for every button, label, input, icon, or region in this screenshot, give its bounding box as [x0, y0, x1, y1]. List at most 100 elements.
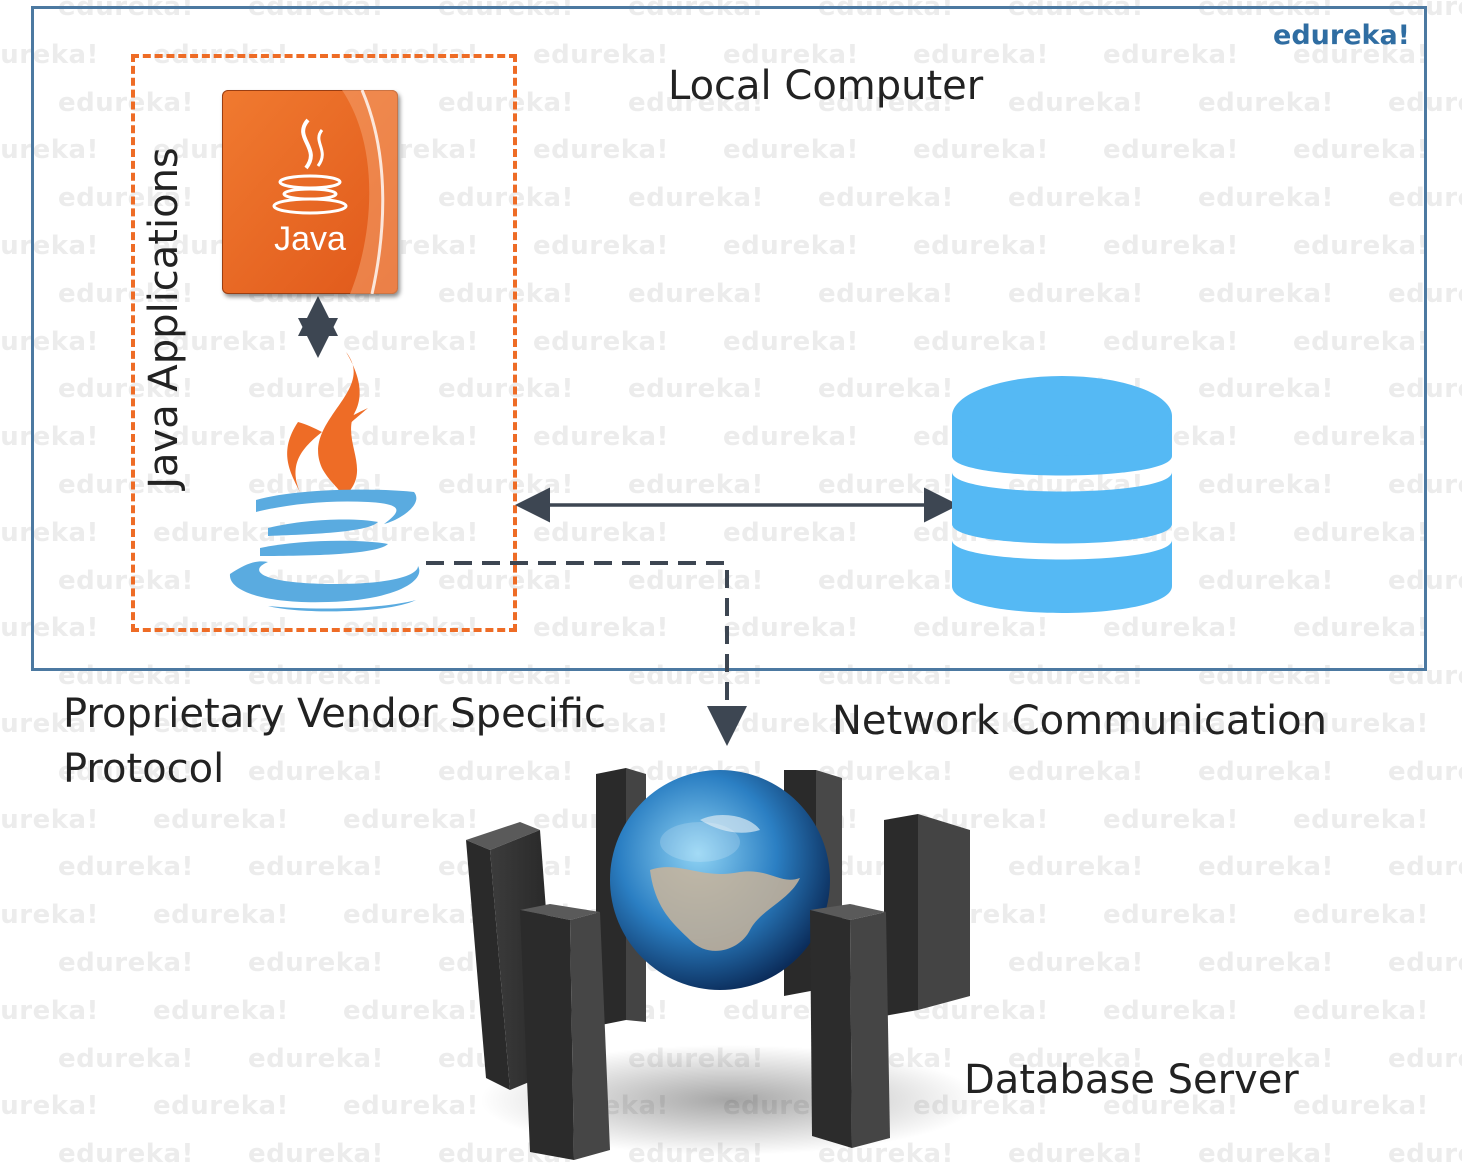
watermark-text: edureka! [0, 39, 99, 70]
watermark-text: edureka! [58, 87, 194, 118]
watermark-text: edureka! [248, 852, 384, 883]
watermark-text: edureka! [58, 1139, 194, 1170]
watermark-text: edureka! [1103, 326, 1239, 357]
watermark-text: edureka! [438, 565, 574, 596]
watermark-text: edureka! [1198, 565, 1334, 596]
watermark-text: edureka! [248, 756, 384, 787]
watermark-text: edureka! [1008, 278, 1144, 309]
watermark-text: edureka! [153, 326, 289, 357]
watermark-text: edureka! [1103, 613, 1239, 644]
watermark-text: edureka! [58, 756, 194, 787]
watermark-text: edureka! [723, 326, 859, 357]
watermark-text: edureka! [818, 374, 954, 405]
watermark-text: edureka! [1293, 422, 1429, 453]
watermark-text: edureka! [628, 374, 764, 405]
watermark-text: edureka! [343, 709, 479, 739]
watermark-text: edureka! [153, 517, 289, 548]
watermark-text: edureka! [818, 0, 954, 22]
watermark-text: edureka! [343, 804, 479, 835]
java-tile-icon: Java [222, 90, 398, 294]
local-computer-label: Local Computer [668, 63, 984, 109]
watermark-text: edureka! [1198, 278, 1334, 309]
watermark-text: edureka! [0, 709, 99, 739]
watermark-text: edureka! [153, 709, 289, 739]
watermark-text: edureka! [1293, 1091, 1429, 1122]
watermark-text: edureka! [438, 374, 574, 405]
watermark-text: edureka! [1198, 374, 1334, 405]
watermark-text: edureka! [0, 422, 99, 453]
watermark-text: edureka! [0, 326, 99, 357]
watermark-text: edureka! [533, 517, 669, 548]
watermark-text: edureka! [1103, 709, 1239, 739]
watermark-text: edureka! [818, 183, 954, 214]
watermark-text: edureka! [1103, 804, 1239, 835]
watermark-text: edureka! [58, 183, 194, 214]
watermark-text: edureka! [58, 374, 194, 405]
watermark-text: edureka! [533, 326, 669, 357]
watermark-text: edureka! [58, 0, 194, 22]
watermark-text: edureka! [58, 948, 194, 978]
watermark-text: edureka! [0, 1091, 99, 1122]
watermark-text: edureka! [1293, 995, 1429, 1026]
network-communication-label: Network Communication [832, 698, 1327, 744]
watermark-text: edureka! [438, 0, 574, 22]
watermark-text: edureka! [1008, 852, 1144, 883]
watermark-text: edureka! [723, 231, 859, 261]
watermark-text: edureka! [723, 422, 859, 453]
watermark-text: edureka! [1103, 135, 1239, 166]
watermark-text: edureka! [248, 0, 384, 22]
watermark-text: edureka! [628, 0, 764, 22]
watermark-text: edureka! [1103, 995, 1239, 1026]
watermark-text: edureka! [0, 804, 99, 835]
watermark-text: edureka! [533, 39, 669, 70]
watermark-text: edureka! [723, 135, 859, 166]
watermark-text: edureka! [343, 422, 479, 453]
brand-logo: edureka! [1273, 20, 1410, 51]
watermark-text: edureka! [1103, 900, 1239, 931]
watermark-text: edureka! [1198, 87, 1334, 118]
watermark-text: edureka! [1293, 39, 1429, 70]
watermark-text: edureka! [248, 661, 384, 692]
watermark-text: edureka! [248, 948, 384, 978]
watermark-text: edureka! [153, 1091, 289, 1122]
watermark-text: edureka! [438, 278, 574, 309]
watermark-text: edureka! [1293, 231, 1429, 261]
watermark-text: edureka! [1198, 756, 1334, 787]
proprietary-protocol-label-line1: Proprietary Vendor Specific [63, 691, 606, 737]
database-icon [952, 376, 1172, 613]
watermark-text: edureka! [628, 278, 764, 309]
watermark-text: edureka! [153, 804, 289, 835]
watermark-text: edureka! [533, 709, 669, 739]
watermark-text: edureka! [1388, 1139, 1462, 1170]
watermark-text: edureka! [1388, 756, 1462, 787]
watermark-text: edureka! [1008, 87, 1144, 118]
java-tile-text: Java [274, 220, 346, 258]
database-server-label: Database Server [964, 1057, 1299, 1103]
watermark-text: edureka! [533, 422, 669, 453]
watermark-text: edureka! [818, 661, 954, 692]
watermark-text: edureka! [628, 183, 764, 214]
watermark-text: edureka! [1198, 948, 1334, 978]
watermark-text: edureka! [1103, 1091, 1239, 1122]
watermark-text: edureka! [1198, 852, 1334, 883]
watermark-text: edureka! [1293, 517, 1429, 548]
watermark-text: edureka! [438, 661, 574, 692]
watermark-text: edureka! [0, 900, 99, 931]
watermark-text: edureka! [0, 135, 99, 166]
watermark-text: edureka! [248, 374, 384, 405]
watermark-text: edureka! [1388, 948, 1462, 978]
watermark-text: edureka! [628, 661, 764, 692]
watermark-text: edureka! [1198, 1139, 1334, 1170]
watermark-text: edureka! [248, 1139, 384, 1170]
watermark-text: edureka! [1388, 852, 1462, 883]
watermark-text: edureka! [1293, 613, 1429, 644]
watermark-text: edureka! [533, 231, 669, 261]
watermark-text: edureka! [1198, 661, 1334, 692]
watermark-text: edureka! [818, 565, 954, 596]
watermark-text: edureka! [1008, 948, 1144, 978]
watermark-text: edureka! [343, 995, 479, 1026]
watermark-text: edureka! [1293, 804, 1429, 835]
watermark-text: edureka! [438, 756, 574, 787]
watermark-text: edureka! [1388, 1043, 1462, 1074]
